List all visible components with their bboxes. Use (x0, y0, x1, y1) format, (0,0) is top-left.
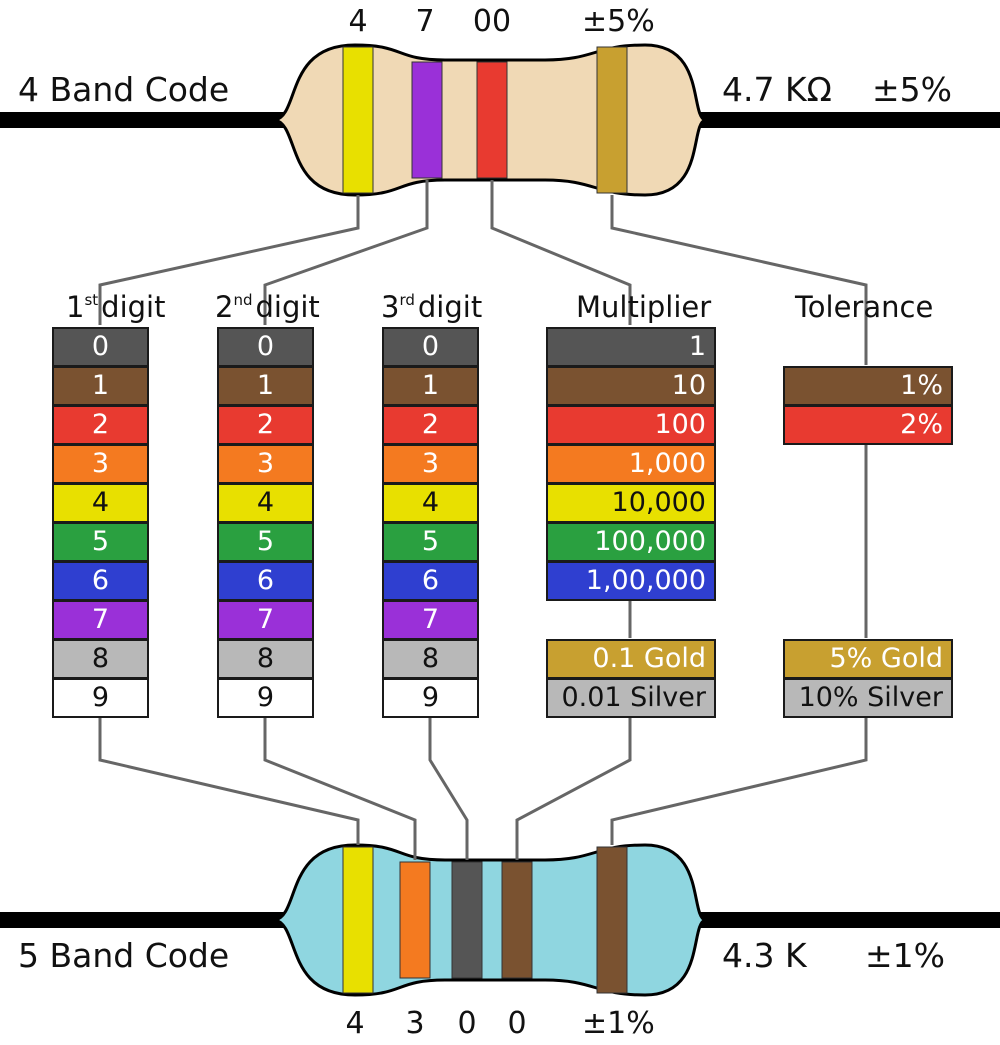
connector-bot-digit1 (98, 717, 360, 845)
second-digit-cell-6: 6 (217, 561, 314, 601)
third-digit-cell-9: 9 (382, 678, 479, 718)
connector-top-digit2 (263, 180, 429, 325)
second-digit-cell-5: 5 (217, 522, 314, 562)
multiplier-cell-3: 1,000 (546, 444, 716, 484)
five-band-digit-1: 4 (345, 1006, 365, 1041)
connector-top-digit1 (98, 195, 360, 325)
four-band-tolerance: ±5% (872, 70, 953, 109)
five-band-multiplier-digit: 0 (507, 1006, 527, 1041)
five-band-tolerance: ±1% (865, 936, 946, 975)
tolerance-cell-1: 2% (783, 405, 953, 445)
four-band-tolerance-label: ±5% (582, 4, 655, 39)
multiplier-cell-1: 10 (546, 366, 716, 406)
first-digit-cell-5: 5 (52, 522, 149, 562)
five-band-band-4 (501, 861, 533, 979)
second-digit-cell-1: 1 (217, 366, 314, 406)
multiplier-cell-6: 1,00,000 (546, 561, 716, 601)
second-digit-cell-8: 8 (217, 639, 314, 679)
first-digit-cell-3: 3 (52, 444, 149, 484)
connector-bot-digit3 (428, 717, 469, 860)
multiplier-cell-2: 100 (546, 405, 716, 445)
multiplier-extra-cell-1: 0.01 Silver (546, 678, 716, 718)
four-band-band-1 (342, 46, 374, 194)
four-band-multiplier-digits: 00 (472, 4, 512, 39)
third-digit-cell-1: 1 (382, 366, 479, 406)
first-digit-cell-7: 7 (52, 600, 149, 640)
five-band-band-1 (342, 846, 374, 994)
four-band-value: 4.7 KΩ (722, 70, 832, 109)
second-digit-cell-2: 2 (217, 405, 314, 445)
connector-lines (98, 180, 868, 860)
tolerance-cell-0: 1% (783, 366, 953, 406)
five-band-band-3 (451, 861, 483, 979)
multiplier-extra-cell-0: 0.1 Gold (546, 639, 716, 679)
four-band-digit-1: 4 (348, 4, 368, 39)
third-digit-cell-3: 3 (382, 444, 479, 484)
first-digit-cell-1: 1 (52, 366, 149, 406)
five-band-band-5 (596, 846, 628, 994)
second-digit-cell-0: 0 (217, 327, 314, 367)
first-digit-cell-4: 4 (52, 483, 149, 523)
four-band-title: 4 Band Code (18, 70, 230, 109)
four-band-band-2 (411, 61, 443, 179)
multiplier-cell-0: 1 (546, 327, 716, 367)
five-band-digit-2: 3 (405, 1006, 425, 1041)
third-digit-cell-8: 8 (382, 639, 479, 679)
five-band-band-2 (399, 861, 431, 979)
connector-top-tolerance (610, 195, 868, 365)
five-band-tolerance-label: ±1% (582, 1006, 655, 1041)
four-band-band-4 (596, 46, 628, 194)
five-band-value: 4.3 K (722, 936, 807, 975)
tolerance-extra-cell-0: 5% Gold (783, 639, 953, 679)
first-digit-cell-8: 8 (52, 639, 149, 679)
second-digit-cell-9: 9 (217, 678, 314, 718)
title-tolerance: Tolerance (795, 290, 934, 324)
connector-bot-multiplier (515, 717, 632, 860)
connector-bot-tolerance (610, 717, 868, 845)
title-multiplier: Multiplier (576, 290, 712, 324)
four-band-band-3 (476, 61, 508, 179)
top-lead-right (690, 112, 1000, 128)
five-band-resistor-body (274, 843, 710, 997)
second-digit-cell-7: 7 (217, 600, 314, 640)
third-digit-cell-4: 4 (382, 483, 479, 523)
connector-top-multiplier (490, 180, 632, 325)
bottom-lead-right (690, 912, 1000, 928)
top-lead-left (0, 112, 285, 128)
third-digit-cell-0: 0 (382, 327, 479, 367)
first-digit-cell-9: 9 (52, 678, 149, 718)
first-digit-cell-2: 2 (52, 405, 149, 445)
five-band-title: 5 Band Code (18, 936, 230, 975)
connector-bot-digit2 (263, 717, 417, 860)
third-digit-cell-7: 7 (382, 600, 479, 640)
tolerance-extra-cell-1: 10% Silver (783, 678, 953, 718)
first-digit-cell-6: 6 (52, 561, 149, 601)
third-digit-cell-5: 5 (382, 522, 479, 562)
four-band-digit-2: 7 (415, 4, 435, 39)
first-digit-cell-0: 0 (52, 327, 149, 367)
five-band-digit-3: 0 (457, 1006, 477, 1041)
multiplier-cell-4: 10,000 (546, 483, 716, 523)
second-digit-cell-3: 3 (217, 444, 314, 484)
multiplier-cell-5: 100,000 (546, 522, 716, 562)
third-digit-cell-2: 2 (382, 405, 479, 445)
third-digit-cell-6: 6 (382, 561, 479, 601)
bottom-lead-left (0, 912, 285, 928)
second-digit-cell-4: 4 (217, 483, 314, 523)
